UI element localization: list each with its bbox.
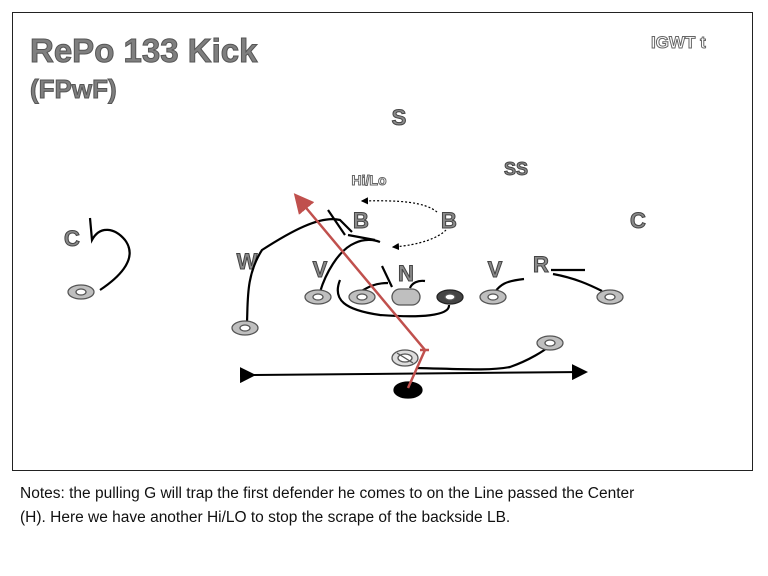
defender-b-left: B	[353, 208, 369, 233]
blocking-paths	[88, 209, 603, 371]
offense-ball-carrier	[393, 381, 423, 399]
defender-s: S	[392, 105, 407, 130]
defender-v-right: V	[488, 257, 503, 282]
hi-lo-annotation: Hi/Lo	[352, 172, 387, 188]
notes-line-1: Notes: the pulling G will trap the first…	[20, 485, 635, 502]
hi-lo-dotted-path-high	[360, 197, 438, 213]
defender-r: R	[533, 252, 549, 277]
defender-c-left: C	[64, 226, 80, 251]
line-of-scrimmage-arrow	[239, 364, 588, 384]
defender-v-left: V	[313, 257, 328, 282]
play-subtitle: (FPwF)	[30, 74, 117, 104]
defender-w: W	[237, 249, 258, 274]
notes-line-2: (H). Here we have another Hi/LO to stop …	[20, 509, 511, 526]
defender-ss: SS	[504, 159, 528, 179]
notes: Notes: the pulling G will trap the first…	[20, 482, 750, 530]
defender-b-right: B	[441, 208, 457, 233]
offensive-players	[67, 284, 624, 399]
hi-lo-dotted-path-low	[391, 229, 447, 251]
defender-c-right: C	[630, 208, 646, 233]
play-title: RePo 133 Kick	[30, 32, 258, 69]
offense-center	[391, 288, 421, 306]
defender-n: N	[398, 261, 414, 286]
corner-label: IGWT t	[651, 33, 706, 52]
play-diagram-frame	[12, 12, 753, 471]
